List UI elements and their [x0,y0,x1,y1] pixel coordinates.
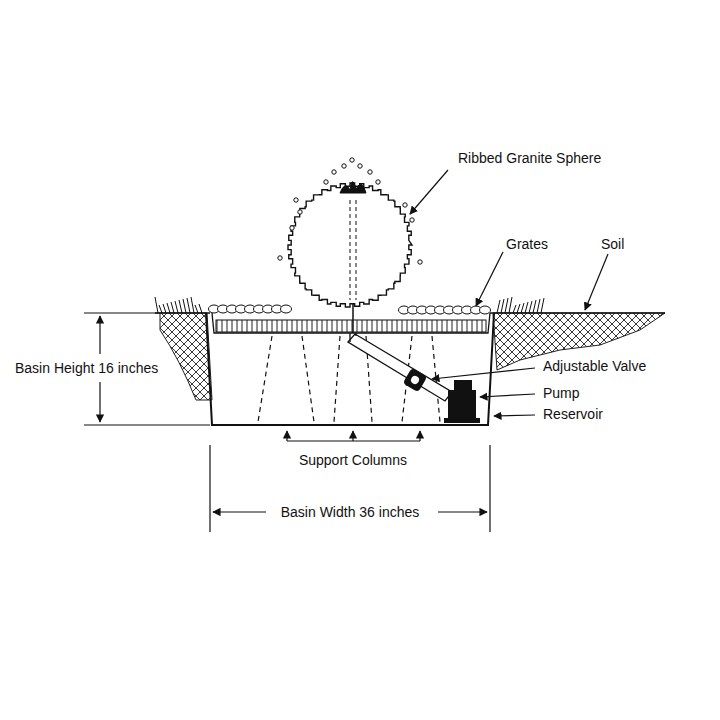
basin-wall [206,313,494,425]
leader-line [410,170,608,416]
valve [403,368,428,393]
part-label: Adjustable Valve [540,358,649,374]
part-label: Reservoir [540,406,606,422]
riser-pipe [352,300,354,333]
grate-recess [212,313,490,333]
supply-pipe [348,334,452,401]
ground-line [490,312,665,314]
part-label: Ribbed Granite Sphere [455,150,604,166]
soil-hatching [160,313,212,400]
part-label: Grates [503,236,551,252]
support-column [258,336,440,422]
dimension-line [84,313,490,532]
part-label: Soil [598,236,627,252]
part-label: Basin Height 16 inches [12,360,161,376]
grate [216,320,486,332]
part-label: Basin Width 36 inches [278,504,423,520]
granite-sphere [288,183,412,307]
pump [444,380,480,423]
part-label: Pump [540,385,583,401]
part-label: Support Columns [296,452,410,468]
water-splash [278,158,422,264]
